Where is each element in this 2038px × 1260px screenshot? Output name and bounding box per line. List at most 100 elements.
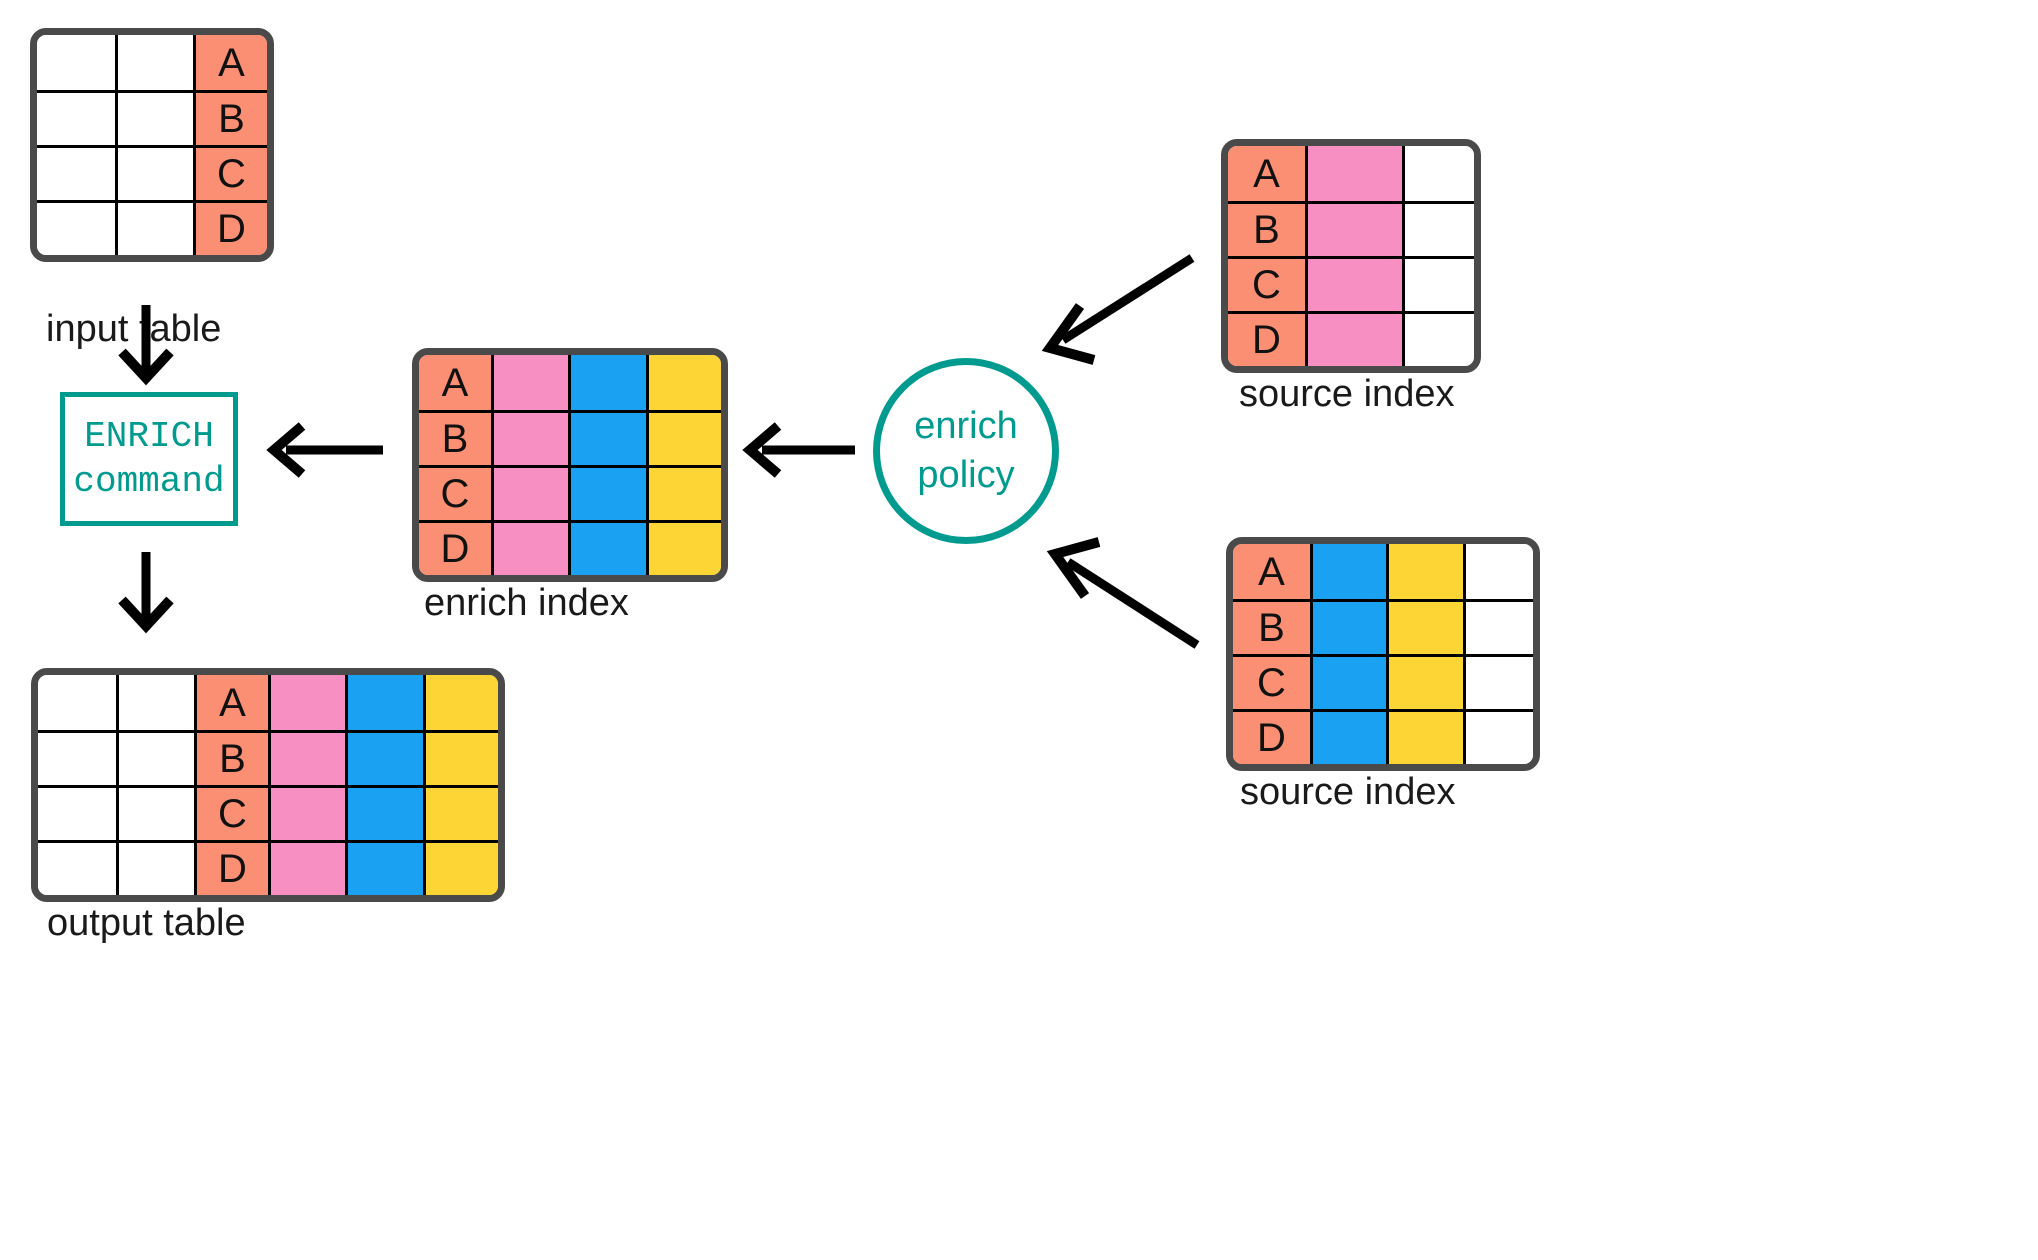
table-cell: B — [194, 730, 268, 785]
table-cell — [1305, 311, 1402, 366]
table-cell — [568, 355, 646, 410]
table-cell: D — [1228, 311, 1305, 366]
table-cell — [1402, 311, 1474, 366]
table-cell — [423, 840, 498, 895]
table-row: D — [38, 840, 498, 895]
table-cell — [1386, 654, 1463, 709]
table-cell — [116, 785, 194, 840]
table-cell: A — [419, 355, 491, 410]
arrow-source-index-bottom-to-policy — [1046, 537, 1200, 649]
table-row: B — [38, 730, 498, 785]
table-cell — [1310, 544, 1386, 599]
table-cell — [568, 520, 646, 575]
table-row: D — [419, 520, 721, 575]
table-cell — [1463, 709, 1533, 764]
table-row: A — [38, 675, 498, 730]
table-cell: A — [193, 35, 267, 90]
table-cell — [491, 410, 568, 465]
arrow-command-to-output — [118, 552, 174, 634]
table-cell — [37, 35, 115, 90]
table-cell: C — [1233, 654, 1310, 709]
table-cell — [116, 730, 194, 785]
source-index-top-caption: source index — [1239, 373, 1455, 415]
table-row: D — [1228, 311, 1474, 366]
table-cell: C — [194, 785, 268, 840]
table-cell — [1402, 256, 1474, 311]
table-row: A — [37, 35, 267, 90]
table-cell — [1310, 654, 1386, 709]
table-cell: D — [1233, 709, 1310, 764]
table-cell: D — [419, 520, 491, 575]
table-cell — [268, 785, 345, 840]
table-cell — [423, 730, 498, 785]
table-cell — [1305, 201, 1402, 256]
table-cell: C — [1228, 256, 1305, 311]
table-cell — [491, 465, 568, 520]
table-cell — [268, 675, 345, 730]
table-cell — [568, 465, 646, 520]
table-cell: A — [194, 675, 268, 730]
enrich-policy-circle[interactable]: enrich policy — [873, 358, 1059, 544]
table-cell — [1386, 599, 1463, 654]
enrich-policy-line-1: enrich — [914, 404, 1018, 447]
table-cell: B — [1233, 599, 1310, 654]
table-cell — [116, 840, 194, 895]
table-cell: B — [419, 410, 491, 465]
table-cell — [646, 465, 721, 520]
table-cell — [1402, 201, 1474, 256]
table-cell: D — [193, 200, 267, 255]
table-cell — [1310, 709, 1386, 764]
enrich-command-line-1: ENRICH — [84, 416, 214, 457]
table-cell — [345, 730, 423, 785]
table-cell — [646, 520, 721, 575]
table-cell — [423, 785, 498, 840]
table-row: A — [1233, 544, 1533, 599]
enrich-policy-line-2: policy — [917, 454, 1015, 496]
table-row: C — [1233, 654, 1533, 709]
table-cell — [37, 90, 115, 145]
table-row: A — [1228, 146, 1474, 201]
table-cell: D — [194, 840, 268, 895]
input-table-caption: input table — [46, 308, 222, 350]
arrow-enrich-index-to-command — [266, 422, 383, 478]
enrich-command-box[interactable]: ENRICH command — [60, 392, 238, 526]
table-cell — [491, 355, 568, 410]
table-row: D — [37, 200, 267, 255]
table-row: B — [419, 410, 721, 465]
table-cell — [115, 35, 193, 90]
table-cell — [1402, 146, 1474, 201]
table-row: C — [37, 145, 267, 200]
table-cell — [646, 410, 721, 465]
enrich-index-caption: enrich index — [424, 582, 629, 624]
table-cell: C — [193, 145, 267, 200]
table-cell — [115, 145, 193, 200]
table-cell — [423, 675, 498, 730]
enrich-command-line-2: command — [73, 461, 225, 502]
table-cell: B — [1228, 201, 1305, 256]
table-cell: C — [419, 465, 491, 520]
table-cell — [568, 410, 646, 465]
table-cell — [1310, 599, 1386, 654]
table-row: C — [38, 785, 498, 840]
table-cell — [1463, 544, 1533, 599]
table-cell: A — [1228, 146, 1305, 201]
table-row: A — [419, 355, 721, 410]
output-table-caption: output table — [47, 902, 246, 944]
table-cell — [1386, 544, 1463, 599]
table-cell — [1386, 709, 1463, 764]
table-cell — [1463, 599, 1533, 654]
table-cell — [115, 200, 193, 255]
arrow-policy-to-enrich-index — [742, 422, 855, 478]
table-row: C — [1228, 256, 1474, 311]
table-row: D — [1233, 709, 1533, 764]
table-cell — [37, 200, 115, 255]
table-cell — [345, 785, 423, 840]
